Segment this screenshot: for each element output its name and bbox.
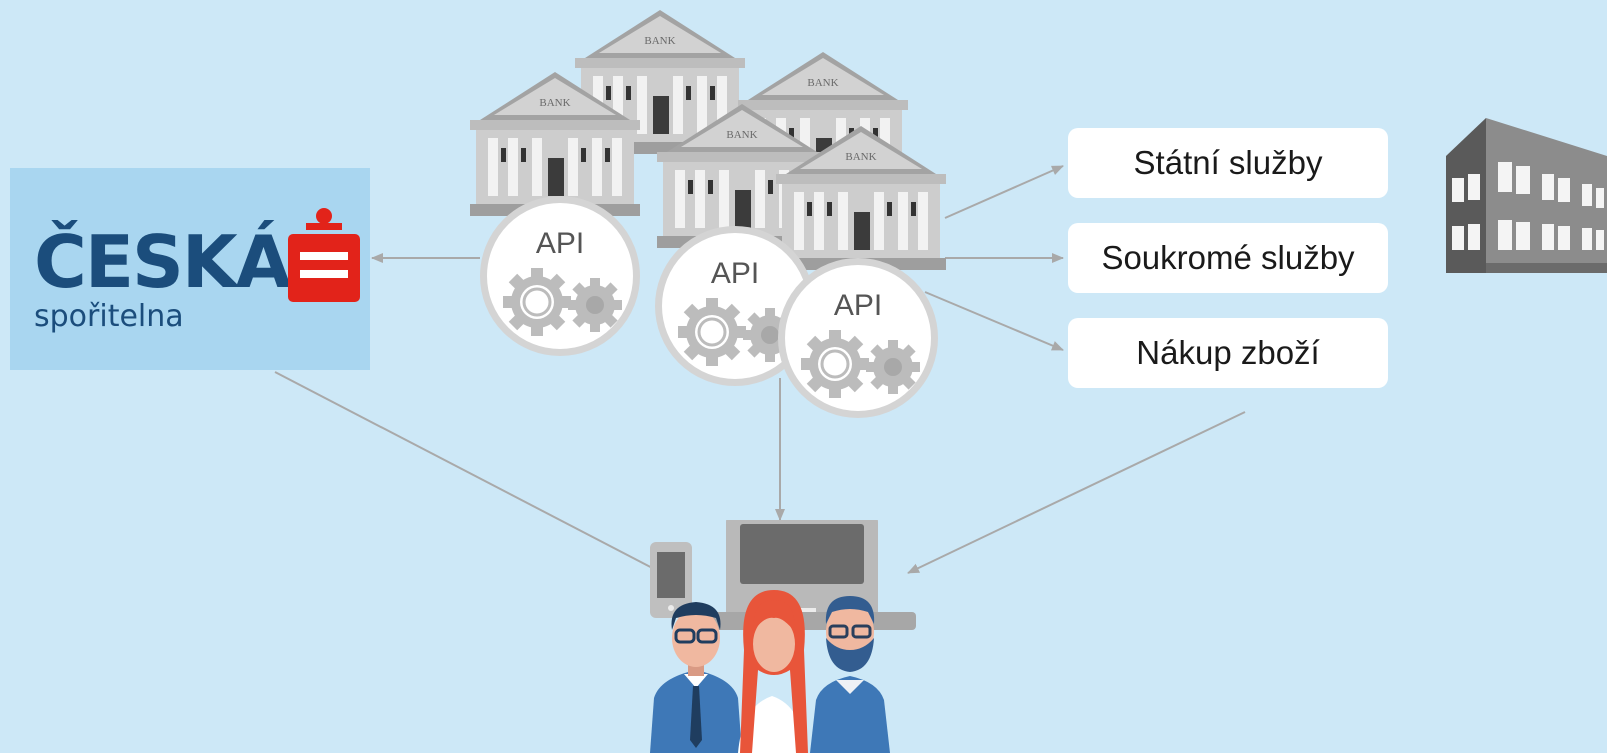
api-label: API xyxy=(833,289,883,322)
api-node: API xyxy=(778,258,938,418)
service-label: Nákup zboží xyxy=(1136,334,1320,371)
api-label: API xyxy=(535,227,585,260)
arrow-api-to-shopping xyxy=(924,291,1064,351)
service-box-shopping: Nákup zboží xyxy=(1068,318,1388,388)
service-box-state: Státní služby xyxy=(1068,128,1388,198)
service-label: Státní služby xyxy=(1133,144,1323,181)
bank-building-icon: BANK xyxy=(575,6,745,154)
bank-building-icon: BANK xyxy=(657,100,827,248)
gears-icon xyxy=(497,267,627,337)
logo-name-line1: ČESKÁ xyxy=(34,220,291,304)
api-label: API xyxy=(710,257,760,290)
logo-name-line2: spořitelna xyxy=(34,299,184,334)
office-building-icon xyxy=(1446,118,1607,273)
arrow-api-to-state xyxy=(944,165,1064,219)
bank-sign: BANK xyxy=(726,129,757,141)
arrow-shopping-to-devices xyxy=(907,411,1246,574)
service-label: Soukromé služby xyxy=(1101,239,1355,276)
users-group-icon xyxy=(650,590,890,753)
bank-building-icon: BANK xyxy=(470,68,640,216)
bank-sign: BANK xyxy=(807,77,838,89)
api-node: API xyxy=(480,196,640,356)
bank-building-icon: BANK xyxy=(738,48,908,196)
users-devices-illustration xyxy=(650,520,916,753)
arrow-bank-to-devices xyxy=(274,371,663,574)
bank-sign: BANK xyxy=(539,97,570,109)
sporitelna-s-mark-icon xyxy=(288,208,360,302)
service-box-private: Soukromé služby xyxy=(1068,223,1388,293)
bank-building-icon: BANK xyxy=(776,122,946,270)
bank-sign: BANK xyxy=(845,151,876,163)
bank-sign: BANK xyxy=(644,35,675,47)
gears-icon xyxy=(795,329,925,399)
ceska-sporitelna-logo: ČESKÁ spořitelna xyxy=(10,168,370,370)
